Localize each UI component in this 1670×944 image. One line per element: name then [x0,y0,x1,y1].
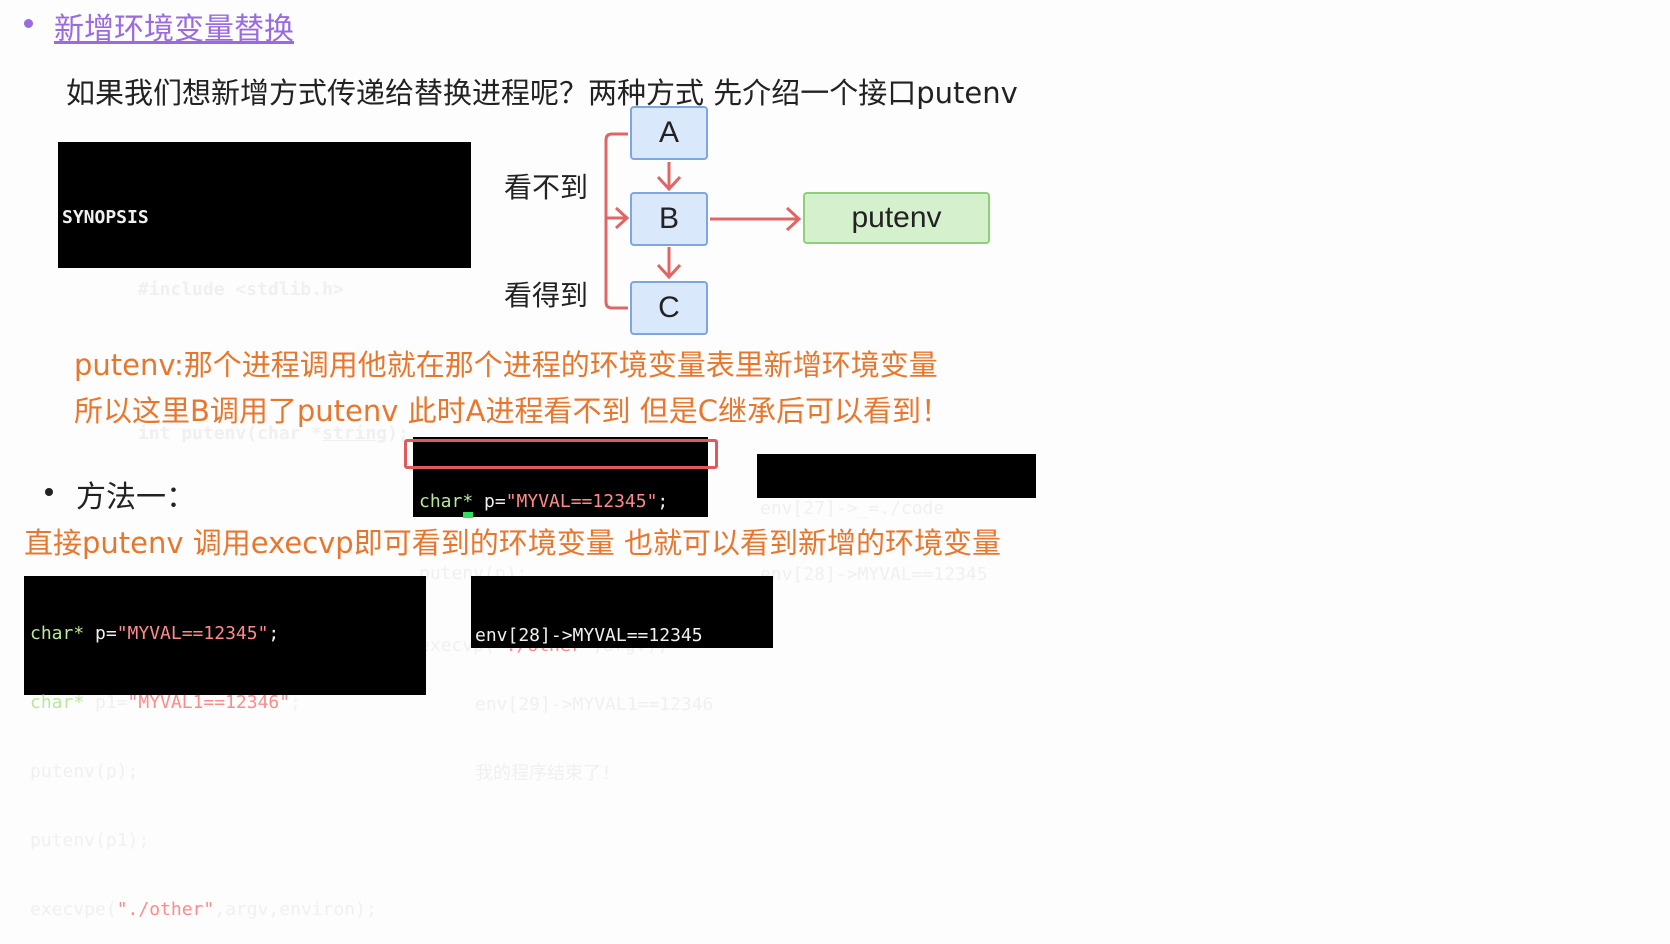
env-output-bottom-line-2: env[29]->MYVAL1==12346 [475,694,714,715]
bottom-code-line-3: putenv(p); [30,761,139,782]
arrowhead-b-putenv [785,206,802,232]
bottom-l5-str: "./other" [116,899,215,920]
method-one-desc: 直接putenv 调用execvp即可看到的环境变量 也就可以看到新增的环境变量 [24,526,1001,560]
bottom-l1-end: ; [268,623,280,644]
mid-code-decl: char* p="MYVAL==12345"; [419,490,708,514]
synopsis-signature: int putenv(char *string); [62,422,471,446]
node-a: A [630,106,708,160]
signature-suffix: ); [387,423,409,444]
method-one-bullet [45,488,53,496]
mid-cursor [463,512,473,518]
node-putenv: putenv [803,192,990,244]
env-output-top-line-1: env[27]->_=./code [760,498,945,519]
bottom-code-line-4: putenv(p1); [30,830,150,851]
node-c: C [630,281,708,335]
env-output-bottom-line-3: 我的程序结束了! [475,763,612,784]
mid-decl-rest: p= [473,491,506,512]
node-b: B [630,192,708,246]
bracket-line [604,132,628,310]
bracket-arrowhead [614,206,630,230]
bottom-l2-rest: p1= [84,692,128,713]
bottom-l2-type: char* [30,692,85,713]
bottom-l5-prefix: execvpe( [30,899,117,920]
highlight-decl-box [404,439,718,469]
env-output-top: env[27]->_=./code env[28]->MYVAL==12345 [757,454,1036,585]
mid-decl-end: ; [657,491,669,512]
arrowhead-a-b [656,175,682,192]
bottom-code-block: char* p="MYVAL==12345"; char* p1="MYVAL1… [24,576,426,920]
synopsis-code-block: SYNOPSIS #include <stdlib.h> int putenv(… [58,142,471,444]
bottom-l1-rest: p= [84,623,117,644]
env-output-bottom: env[28]->MYVAL==12345 env[29]->MYVAL1==1… [471,576,773,784]
intro-text: 如果我们想新增方式传递给替换进程呢？两种方式 先介绍一个接口putenv [66,76,1018,110]
section-heading-link[interactable]: 新增环境变量替换 [54,12,294,47]
explanation-line-2: 所以这里B调用了putenv 此时A进程看不到 但是C继承后可以看到！ [74,394,950,428]
synopsis-include: #include <stdlib.h> [62,279,344,300]
mid-decl-str: "MYVAL==12345" [505,491,658,512]
signature-prefix: int putenv(char * [62,423,323,444]
bottom-l1-type: char* [30,623,85,644]
env-output-bottom-line-1: env[28]->MYVAL==12345 [475,625,703,646]
bottom-code-line-5: execvpe("./other",argv,environ); [30,898,426,921]
bottom-l5-suffix: ,argv,environ); [214,899,377,920]
label-can-see: 看得到 [504,279,589,312]
bottom-code-line-1: char* p="MYVAL==12345"; [30,622,426,645]
label-cannot-see: 看不到 [504,171,589,204]
method-one-label: 方法一： [76,480,196,515]
bottom-l2-str: "MYVAL1==12346" [127,692,291,713]
signature-arg: string [322,423,388,444]
bottom-code-line-2: char* p1="MYVAL1==12346"; [30,691,426,714]
env-output-top-line-2: env[28]->MYVAL==12345 [760,564,988,585]
heading-bullet [24,19,33,28]
synopsis-title: SYNOPSIS [62,207,149,228]
explanation-line-1: putenv:那个进程调用他就在那个进程的环境变量表里新增环境变量 [74,348,938,382]
arrowhead-b-c [656,263,682,280]
bottom-l1-str: "MYVAL==12345" [116,623,269,644]
bottom-l2-end: ; [290,692,301,713]
mid-type-kw: char* [419,491,474,512]
